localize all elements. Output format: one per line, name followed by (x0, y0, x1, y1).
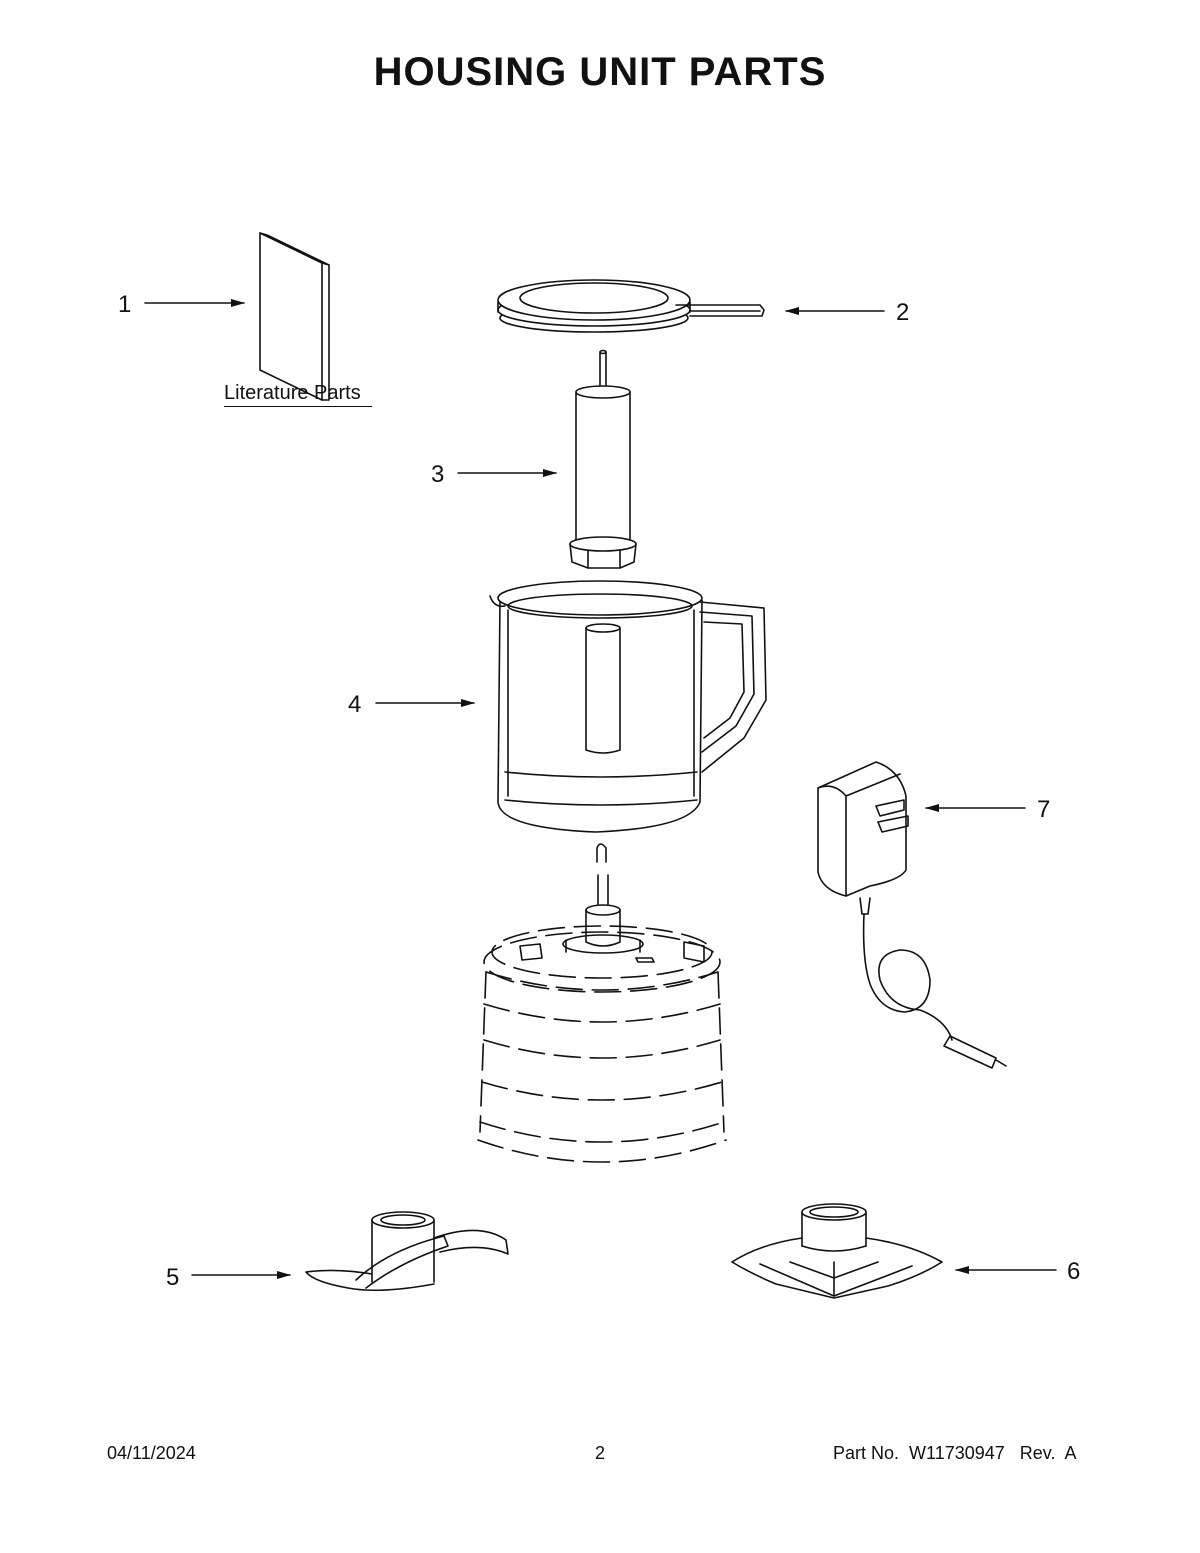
blade-icon (305, 1211, 509, 1292)
callout-6: 6 (1067, 1258, 1081, 1285)
motor-base-icon (477, 843, 727, 1163)
literature-parts-label: Literature Parts (224, 382, 361, 404)
callout-2: 2 (896, 299, 910, 326)
callout-3: 3 (431, 461, 445, 488)
literature-booklet-icon (259, 232, 330, 401)
page-title: HOUSING UNIT PARTS (373, 50, 827, 94)
callout-1: 1 (118, 291, 132, 318)
disc-blade-icon (731, 1203, 943, 1299)
literature-underline (224, 406, 372, 407)
lid-icon (497, 279, 765, 333)
power-adapter-icon (817, 761, 1007, 1069)
work-bowl-icon (489, 580, 767, 833)
footer-part-number: Part No. W11730947 Rev. A (833, 1443, 1077, 1463)
footer-date: 04/11/2024 (107, 1443, 196, 1463)
drive-shaft-icon (569, 349, 637, 569)
callout-7: 7 (1037, 796, 1051, 823)
footer-page-number: 2 (595, 1443, 606, 1463)
callout-5: 5 (166, 1264, 180, 1291)
callout-4: 4 (348, 691, 362, 718)
callout-arrows (144, 299, 1057, 1279)
